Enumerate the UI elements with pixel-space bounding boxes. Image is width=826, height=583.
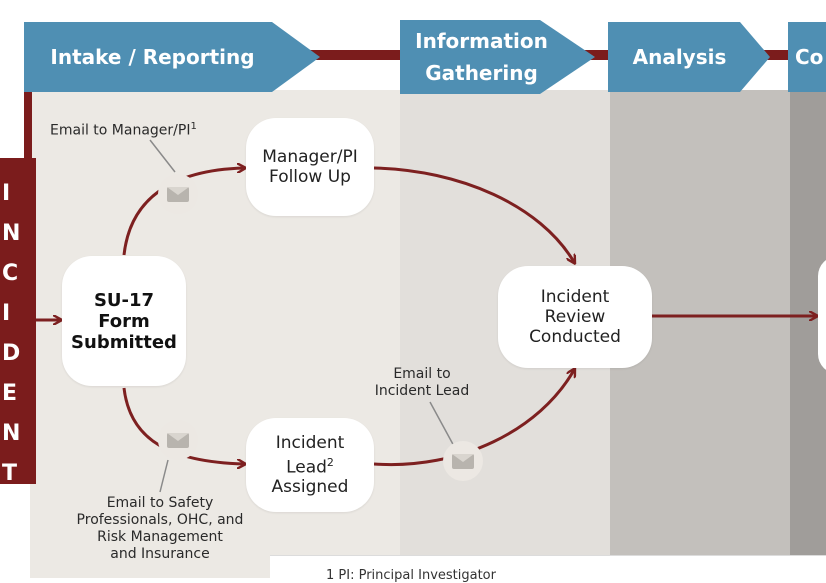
arrow-lead-to-review (373, 370, 574, 467)
su17-line1: SU-17 (93, 289, 155, 311)
phase-info-line2: Gathering (425, 61, 538, 85)
note-email-safety-line4: and Insurance (110, 546, 210, 562)
phase-arrow-info (400, 20, 595, 94)
note-email-safety-line3: Risk Management (97, 529, 223, 545)
lead-footnote-mark: 2 (326, 455, 334, 469)
envelope-icon (167, 432, 189, 448)
review-line1: Incident (540, 287, 610, 307)
phase-arrow-next (788, 22, 826, 92)
email-badge-safety (158, 420, 198, 460)
letter-3: C (2, 261, 19, 286)
letter-5: D (2, 341, 21, 366)
review-line3: Conducted (529, 327, 621, 347)
lead-line3: Assigned (271, 477, 349, 498)
note-email-safety: Email to Safety Professionals, OHC, and … (60, 495, 260, 563)
letter-6: E (2, 381, 18, 406)
phase-arrow-analysis (608, 22, 770, 92)
incident-sidebar: I N C I D E N T (0, 158, 36, 486)
note-email-manager: Email to Manager/PI1 (50, 118, 230, 140)
su17-line3: Submitted (71, 331, 177, 353)
note-email-safety-line2: Professionals, OHC, and (76, 512, 244, 528)
phase-intake-text: Intake / Reporting (50, 45, 255, 69)
envelope-icon (167, 186, 189, 202)
next-node-partial (818, 256, 826, 374)
su17-form-node: SU-17 Form Submitted (62, 256, 186, 386)
phase-label-info: Information Gathering (400, 22, 563, 92)
note-email-manager-mark: 1 (190, 121, 197, 132)
pointer-email-manager (149, 139, 176, 173)
pointer-email-safety (159, 459, 169, 493)
letter-1: I (2, 181, 11, 206)
note-email-manager-text: Email to Manager/PI (50, 122, 191, 139)
phase-next-text: Co (795, 45, 824, 69)
phase-label-intake: Intake / Reporting (30, 22, 275, 92)
letter-4: I (2, 301, 11, 326)
lead-line1: Incident (275, 432, 345, 453)
phase-label-analysis: Analysis (612, 22, 747, 92)
manager-line2: Follow Up (269, 167, 351, 187)
manager-line1: Manager/PI (262, 147, 358, 167)
incident-letters: I N C I D E N T (0, 174, 36, 494)
footnote-box: 1 PI: Principal Investigator (270, 555, 826, 583)
review-line2: Review (544, 307, 606, 327)
phase-info-line1: Information (415, 29, 548, 53)
phase-label-next: Co (795, 22, 826, 92)
incident-review-node: Incident Review Conducted (498, 266, 652, 368)
phase-arrows (24, 20, 826, 94)
note-email-lead-line2: Incident Lead (374, 383, 470, 399)
email-badge-manager (158, 174, 198, 214)
note-email-safety-line1: Email to Safety (106, 495, 214, 511)
letter-7: N (2, 421, 21, 446)
phase-arrow-intake (24, 22, 320, 92)
note-email-lead-line1: Email to (393, 366, 451, 382)
lead-line2-text: Lead (286, 457, 327, 478)
manager-followup-node: Manager/PI Follow Up (246, 118, 374, 216)
lead-line2: Lead2 (286, 453, 334, 478)
pointer-email-lead (429, 401, 456, 449)
note-email-lead: Email to Incident Lead (362, 366, 482, 400)
letter-2: N (2, 221, 21, 246)
footnote-text: 1 PI: Principal Investigator (326, 568, 496, 583)
timeline-left-rail (24, 50, 32, 160)
incident-lead-node: Incident Lead2 Assigned (246, 418, 374, 512)
email-badge-lead (443, 441, 483, 481)
envelope-icon (452, 453, 474, 469)
su17-line2: Form (98, 310, 150, 332)
letter-8: T (2, 461, 18, 486)
phase-analysis-text: Analysis (632, 45, 727, 69)
arrow-manager-to-review (373, 166, 574, 262)
